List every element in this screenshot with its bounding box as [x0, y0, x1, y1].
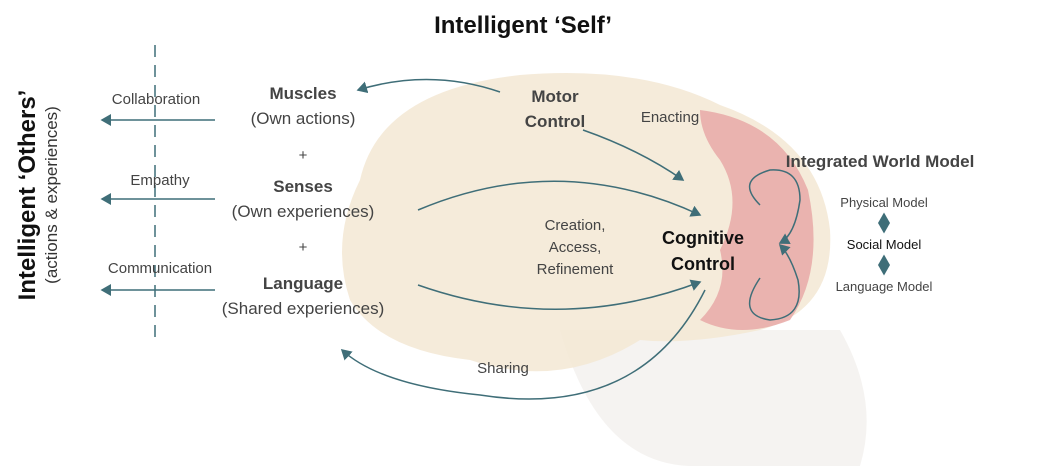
language-model-label: Language Model	[835, 279, 933, 294]
motor-line1: Motor	[531, 87, 579, 106]
senses-to-cognitive-arrow	[417, 180, 702, 217]
process-line1: Creation,	[544, 217, 606, 234]
language-to-cognitive-arrow	[417, 279, 702, 310]
cognitive-line2: Control	[671, 254, 735, 274]
empathy-label: Empathy	[130, 172, 190, 189]
brain-image	[342, 73, 831, 372]
skull-image	[560, 330, 867, 466]
process-line2: Access,	[548, 239, 602, 256]
muscles-label: Muscles	[269, 84, 337, 103]
language-label: Language	[262, 274, 344, 293]
others-subtitle: (actions & experiences)	[42, 106, 61, 284]
plus-2: +	[298, 239, 308, 256]
sharing-label: Sharing	[477, 360, 529, 377]
plus-1: +	[298, 147, 308, 164]
communication-label: Communication	[107, 260, 213, 277]
page-title: Intelligent ‘Self’	[434, 12, 612, 39]
senses-label: Senses	[273, 177, 333, 196]
motor-line2: Control	[524, 112, 586, 131]
language-loop-arrow	[748, 243, 800, 321]
others-title: Intelligent ‘Others’	[14, 89, 41, 301]
cognitive-line1: Cognitive	[661, 228, 745, 248]
frontal-cortex-region	[700, 110, 814, 330]
enacting-label: Enacting	[640, 109, 700, 126]
others-label: Intelligent ‘Others’ (actions & experien…	[14, 90, 62, 301]
enacting-arrow	[582, 129, 685, 181]
language-sub: (Shared experiences)	[221, 299, 385, 318]
senses-sub: (Own experiences)	[231, 202, 375, 221]
social-model-label: Social Model	[846, 237, 922, 252]
world-model-title: Integrated World Model	[785, 152, 975, 171]
physical-model-label: Physical Model	[840, 195, 928, 210]
motor-to-muscles-arrow	[356, 78, 501, 94]
sharing-arrow	[340, 289, 706, 400]
muscles-sub: (Own actions)	[250, 109, 356, 128]
collaboration-label: Collaboration	[111, 91, 201, 108]
process-line3: Refinement	[536, 261, 614, 278]
physical-loop-arrow	[748, 169, 801, 245]
